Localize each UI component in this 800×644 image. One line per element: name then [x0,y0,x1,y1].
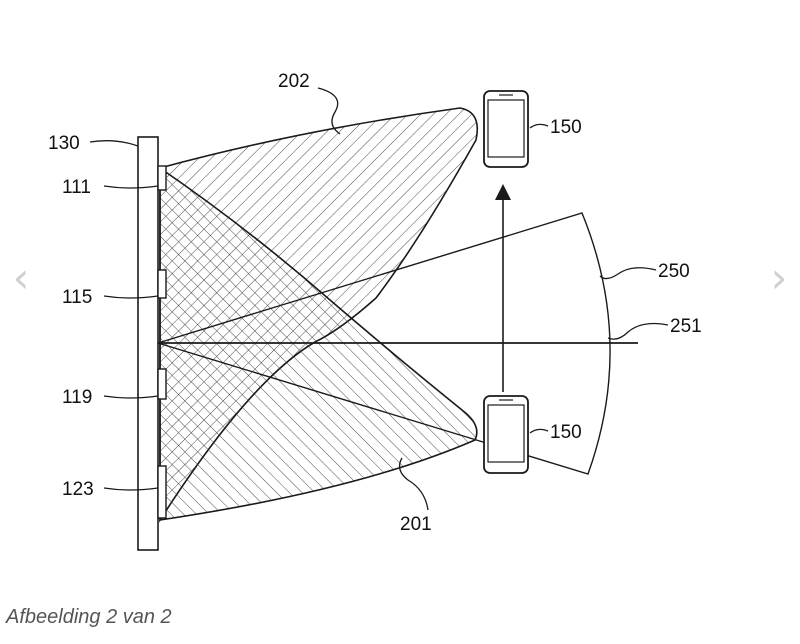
chevron-right-icon: › [770,253,788,302]
label-150-bottom: 150 [550,422,582,443]
leader-line-250 [599,267,657,280]
leader-line-202 [317,87,341,135]
leader-line-115 [103,295,159,299]
leader-line-111 [103,185,159,189]
leader-line-119 [103,395,159,399]
antenna-element-115 [157,269,167,299]
image-caption: Afbeelding 2 van 2 [6,606,172,628]
leader-line-130 [89,140,139,147]
antenna-panel-130 [137,136,159,551]
label-123: 123 [62,479,94,500]
label-115: 115 [62,287,92,308]
label-201: 201 [400,514,432,535]
label-111: 111 [62,177,91,198]
label-150-top: 150 [550,117,582,138]
next-image-button[interactable]: › [762,253,796,302]
label-202: 202 [278,71,310,92]
previous-image-button[interactable]: ‹ [4,253,38,302]
label-250: 250 [658,261,690,282]
leader-line-251 [607,322,669,340]
leader-line-201 [398,457,429,511]
label-251: 251 [670,316,702,337]
leader-line-123 [103,487,159,491]
phone-icon [483,90,529,168]
label-119: 119 [62,387,92,408]
leader-line-150-top [529,123,549,129]
label-130: 130 [48,133,80,154]
beam-region-201 [159,166,478,521]
antenna-element-119 [157,368,167,400]
leader-line-150-bottom [529,428,549,434]
antenna-element-111 [157,165,167,191]
antenna-element-123 [157,465,167,519]
phone-icon [483,395,529,474]
chevron-left-icon: ‹ [12,253,30,302]
